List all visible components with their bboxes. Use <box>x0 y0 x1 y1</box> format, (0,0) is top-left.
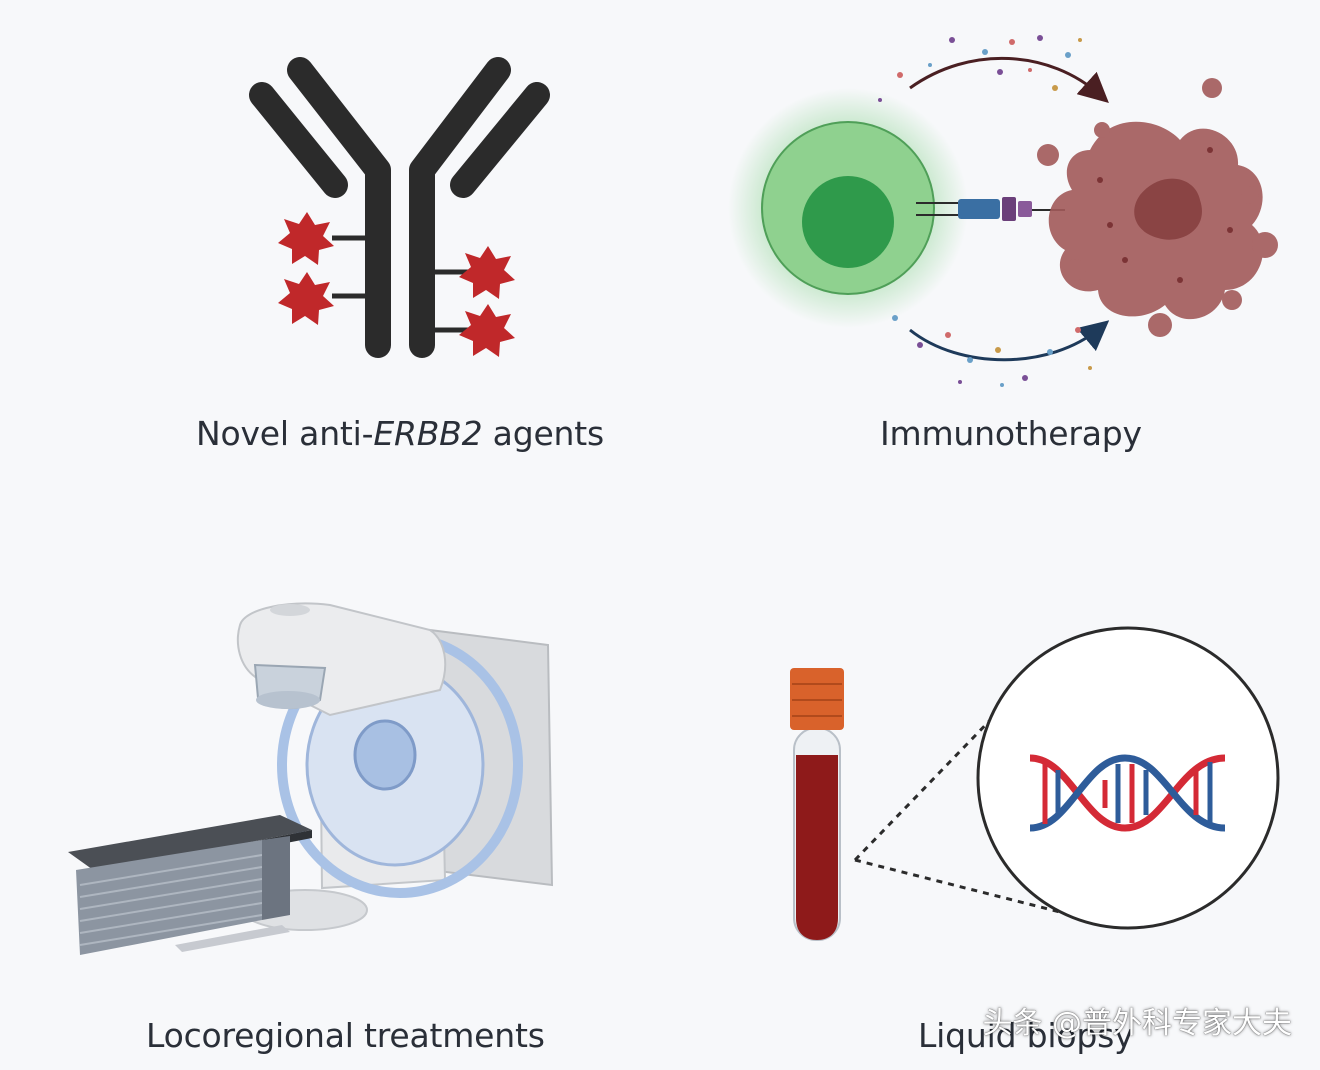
antibody-icon <box>249 57 550 358</box>
cytokine-particles-icon <box>878 35 1092 387</box>
dna-helix-icon <box>1029 754 1226 832</box>
watermark: 头条 @普外科专家大夫 <box>982 1006 1292 1041</box>
t-cell-icon <box>728 88 968 328</box>
magnifier-circle-icon <box>976 626 1280 930</box>
top-arrow-icon <box>909 56 1109 104</box>
blood-tube-icon <box>790 668 844 941</box>
liquid-biopsy-caption: Liquid biopsy <box>918 1016 1134 1055</box>
locoregional-caption: Locoregional treatments <box>146 1016 545 1055</box>
immunotherapy-caption: Immunotherapy <box>880 414 1142 453</box>
linear-accelerator-icon <box>236 602 554 898</box>
antibody-caption: Novel anti-ERBB2 agents <box>196 414 604 453</box>
receptor-icon <box>916 197 1065 221</box>
bottom-arrow-icon <box>909 320 1110 362</box>
treatment-couch-icon <box>68 815 312 955</box>
payload-icon <box>278 212 515 357</box>
